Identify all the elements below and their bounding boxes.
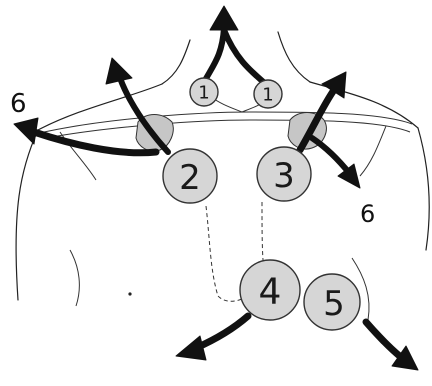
node-2-circle: [162, 148, 218, 204]
collar-band-lower: [45, 119, 411, 139]
arrow-shaft-right-axilla: [309, 135, 353, 177]
node-1-right-label: 1: [262, 85, 273, 106]
node-1-left: 1: [189, 77, 219, 107]
collar-band-upper: [43, 111, 413, 133]
arrow-head-right-axilla: [337, 163, 361, 189]
arrow-shaft-center-up: [199, 25, 227, 89]
right-torso-side: [417, 127, 430, 251]
left-shoulder-contour: [59, 131, 97, 181]
node-5-circle: [303, 273, 361, 331]
arrow-shaft-5-down-right: [362, 318, 406, 362]
arrow-head-5-down-right: [391, 345, 419, 371]
arrow-shaft-center-up-right: [221, 27, 271, 89]
drainage-arrows: [13, 5, 419, 371]
node-2-label: 2: [179, 158, 201, 198]
node-1-left-circle: [189, 77, 219, 107]
arrow-head-left-axilla: [13, 117, 39, 145]
neck-left-edge: [161, 39, 191, 85]
flow-label-left-axilla: 6: [10, 89, 27, 119]
arrow-shaft-2-up-left: [117, 75, 171, 155]
right-underarm-contour: [351, 257, 370, 321]
left-torso-side: [15, 129, 39, 301]
body-outline: [15, 31, 430, 321]
arrow-head-center-up: [209, 5, 239, 31]
arrow-shaft-4-down-left: [192, 312, 252, 352]
right-shoulder-contour: [359, 125, 387, 177]
left-underarm-contour: [69, 249, 80, 307]
node-5: 5: [303, 273, 361, 331]
flow-label-right-axilla: 6: [360, 200, 375, 228]
left-shoulder-line: [37, 83, 163, 131]
node-3-circle: [256, 146, 312, 202]
node-4: 4: [239, 259, 301, 321]
neck-right-edge: [277, 31, 311, 83]
node-3-label: 3: [273, 156, 295, 196]
arrow-shaft-3-up-right: [296, 86, 338, 154]
channel-3-to-4: [261, 201, 265, 271]
node-4-label: 4: [259, 272, 282, 313]
node-3: 3: [256, 146, 312, 202]
node-1-right: 1: [253, 79, 283, 109]
node-1-left-label: 1: [198, 83, 209, 104]
left-nipple-mark: [128, 292, 132, 296]
node-2: 2: [162, 148, 218, 204]
right-shoulder-line: [309, 81, 419, 129]
arrow-shaft-left-axilla: [30, 128, 160, 157]
node-5-label: 5: [323, 284, 345, 324]
arrow-head-3-up-right: [321, 71, 347, 99]
node-1-right-circle: [253, 79, 283, 109]
node-4-circle: [239, 259, 301, 321]
arrow-head-4-down-left: [175, 335, 207, 361]
arrow-head-2-up-left: [105, 57, 133, 85]
